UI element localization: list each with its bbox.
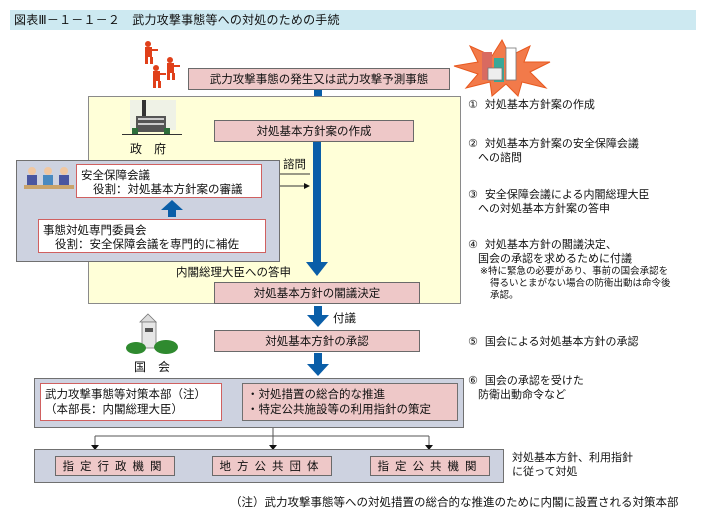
step-number: ③ <box>468 188 478 201</box>
step-5: ⑤ 国会による対処基本方針の承認 <box>468 335 639 349</box>
expert-committee-box: 事態対処専門委員会 役割：安全保障会議を専門的に補佐 <box>38 219 266 253</box>
consult-label: 諮問 <box>283 157 306 171</box>
figure-title: 図表Ⅲ－１－１－２ 武力攻撃事態等への対処のための手続 <box>10 10 696 30</box>
security-council-role: 役割：対処基本方針案の審議 <box>93 182 243 196</box>
step-note: 承認。 <box>490 290 519 301</box>
report-label: 内閣総理大臣への答申 <box>176 265 291 279</box>
step-text: 安全保障会議による内閣総理大臣 <box>484 188 650 201</box>
down-arrow-icon <box>307 306 329 327</box>
hq-duties-box: ・対処措置の総合的な推進 ・特定公共施設等の利用指針の策定 <box>242 383 458 421</box>
explosion-icon <box>453 38 551 97</box>
bodies-note-line: 対処基本方針、利用指針 <box>512 451 633 464</box>
up-arrow-icon <box>161 200 183 217</box>
step-4: ④ 対処基本方針の閣議決定、 国会の承認を求めるために付議 ※特に緊急の必要があ… <box>468 238 671 302</box>
step-note: 得るいとまがない場合の防衛出動は命令後 <box>490 278 671 289</box>
flow-bar <box>313 142 321 268</box>
step-6: ⑥ 国会の承認を受けた 防衛出動命令など <box>468 374 584 402</box>
down-arrow-icon <box>306 262 328 276</box>
cabinet-decision-box: 対処基本方針の閣議決定 <box>214 282 420 304</box>
bodies-note: 対処基本方針、利用指針 に従って対処 <box>512 451 633 479</box>
step-3: ③ 安全保障会議による内閣総理大臣 への対処基本方針案の答申 <box>468 188 650 216</box>
hq-box: 武力攻撃事態等対策本部（注） （本部長：内閣総理大臣） <box>40 383 222 421</box>
step-number: ② <box>468 137 478 150</box>
trigger-box: 武力攻撃事態の発生又は武力攻撃予測事態 <box>188 68 450 90</box>
step-text: への諮問 <box>478 151 522 164</box>
government-building-icon <box>122 100 182 135</box>
step-text: 対処基本方針案の安全保障会議 <box>484 137 639 150</box>
submit-label: 付議 <box>333 311 356 325</box>
security-council-box: 安全保障会議 役割：対処基本方針案の審議 <box>76 164 262 198</box>
step-text: 対処基本方針案の作成 <box>484 98 595 111</box>
step-2: ② 対処基本方針案の安全保障会議 への諮問 <box>468 137 639 165</box>
body-box-designated-admin: 指定行政機関 <box>55 456 175 476</box>
bodies-note-line: に従って対処 <box>512 465 578 478</box>
hq-duty: ・特定公共施設等の利用指針の策定 <box>247 402 431 416</box>
hq-name: 武力攻撃事態等対策本部（注） <box>45 387 206 401</box>
step-text: 防衛出動命令など <box>478 388 566 401</box>
down-arrow-icon <box>307 353 329 376</box>
expert-committee-role: 役割：安全保障会議を専門的に補佐 <box>55 237 239 251</box>
security-council-name: 安全保障会議 <box>81 168 150 182</box>
step-text: 対処基本方針の閣議決定、 <box>484 238 617 251</box>
step-number: ① <box>468 98 478 111</box>
step1-box: 対処基本方針案の作成 <box>214 120 414 142</box>
government-label: 政 府 <box>130 142 167 156</box>
diet-label: 国 会 <box>134 360 171 374</box>
hq-chief: （本部長：内閣総理大臣） <box>45 402 183 416</box>
hq-duty: ・対処措置の総合的な推進 <box>247 387 385 401</box>
step-text: 国会による対処基本方針の承認 <box>484 335 639 348</box>
soldiers-icon <box>145 41 180 88</box>
expert-committee-name: 事態対処専門委員会 <box>43 223 147 237</box>
step-text: への対処基本方針案の答申 <box>478 202 610 215</box>
meeting-people-icon <box>24 167 74 189</box>
step-number: ④ <box>468 238 478 251</box>
body-box-designated-public: 指定公共機関 <box>370 456 490 476</box>
diet-building-icon <box>126 313 178 354</box>
step-number: ⑥ <box>468 374 478 387</box>
step-note: ※特に緊急の必要があり、事前の国会承認を <box>480 266 669 277</box>
distribution-connector <box>91 428 433 450</box>
footnote: （注）武力攻撃事態等への対処措置の総合的な推進のために内閣に設置される対策本部 <box>230 495 679 509</box>
step-text: 国会の承認を受けた <box>484 374 584 387</box>
approval-box: 対処基本方針の承認 <box>214 330 420 352</box>
step-text: 国会の承認を求めるために付議 <box>478 252 632 265</box>
step-number: ⑤ <box>468 335 478 348</box>
body-box-local-gov: 地方公共団体 <box>212 456 332 476</box>
step-1: ① 対処基本方針案の作成 <box>468 98 595 112</box>
